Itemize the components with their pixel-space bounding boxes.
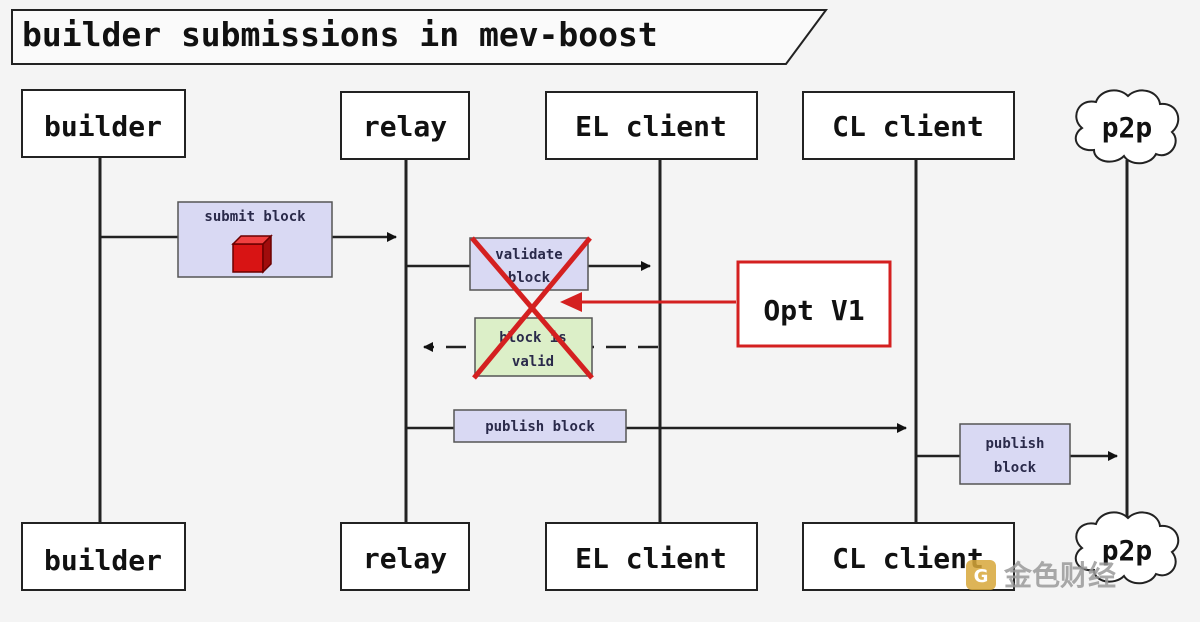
participant-builder-top: builder	[21, 89, 186, 158]
cloud-icon	[1074, 511, 1180, 585]
participant-label: p2p	[1102, 534, 1153, 567]
participant-el-client-bottom: EL client	[545, 522, 758, 591]
submit-block-box: submit block	[177, 201, 333, 278]
watermark-text: 金色财经	[1003, 559, 1116, 592]
message-label: block	[508, 270, 551, 286]
diagram-title: builder submissions in mev-boost	[22, 15, 658, 54]
title-banner: builder submissions in mev-boost	[11, 9, 828, 65]
participant-label: builder	[44, 110, 162, 143]
annotation-label: Opt V1	[763, 294, 864, 327]
message-label: block	[994, 460, 1037, 476]
message-label: validate	[495, 247, 562, 263]
opt-v1-annotation: Opt V1	[560, 260, 892, 348]
participant-el-client-top: EL client	[545, 91, 758, 160]
message-label: block is	[499, 330, 566, 346]
watermark: G 金色财经	[966, 559, 1116, 592]
participant-label: p2p	[1102, 111, 1153, 144]
message-label: submit block	[204, 209, 306, 225]
block-cube-icon	[231, 234, 273, 274]
publish-block-cl-box: publish block	[959, 423, 1071, 485]
watermark-logo-icon	[966, 560, 996, 590]
participant-label: relay	[363, 542, 447, 575]
participant-p2p-top: p2p	[1074, 89, 1180, 165]
participant-label: CL client	[832, 110, 984, 143]
publish-block-relay-box: publish block	[453, 409, 627, 443]
participant-label: relay	[363, 110, 447, 143]
message-label: publish	[985, 436, 1044, 452]
participant-cl-client-top: CL client	[802, 91, 1015, 160]
participant-label: CL client	[832, 542, 984, 575]
svg-text:G: G	[974, 566, 989, 587]
participant-relay-bottom: relay	[340, 522, 470, 591]
block-is-valid-box: block is valid	[474, 317, 593, 377]
cloud-icon	[1074, 89, 1180, 165]
annotation-arrowhead	[560, 292, 582, 312]
removed-step-cross-icon	[470, 236, 594, 380]
participant-label: builder	[44, 544, 162, 577]
participant-p2p-bottom: p2p	[1074, 511, 1180, 585]
message-label: valid	[512, 354, 554, 370]
participant-label: EL client	[575, 110, 727, 143]
participant-label: EL client	[575, 542, 727, 575]
participant-builder-bottom: builder	[21, 522, 186, 591]
participant-relay-top: relay	[340, 91, 470, 160]
message-label: publish block	[485, 419, 595, 435]
